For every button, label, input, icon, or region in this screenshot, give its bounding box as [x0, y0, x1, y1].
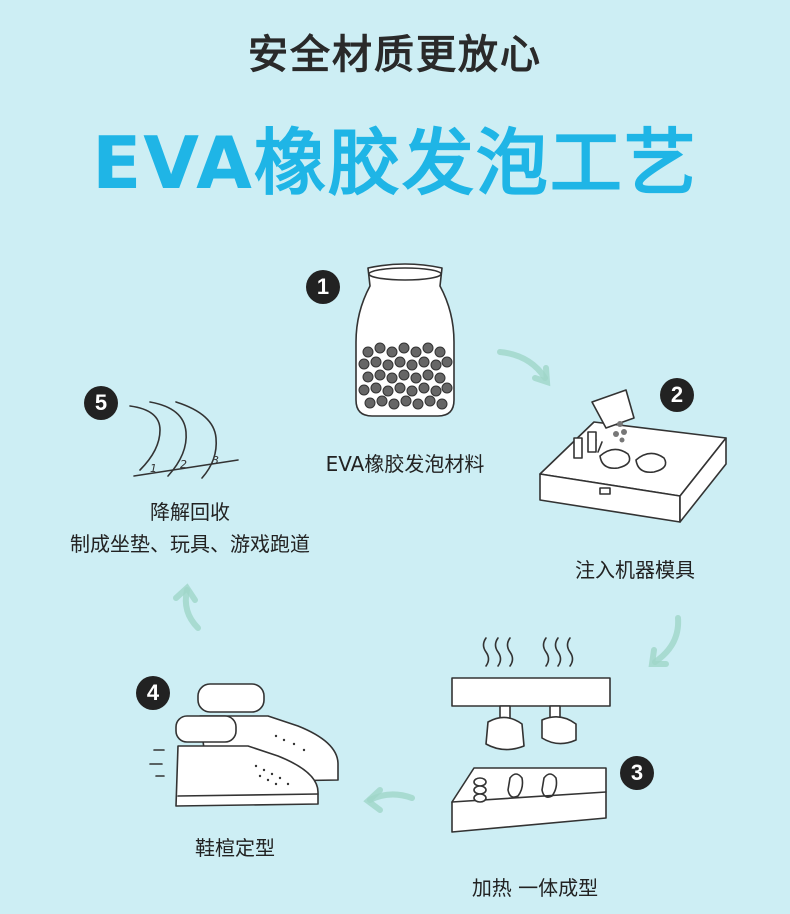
step-2-badge: 2: [660, 378, 694, 412]
bead-jar-icon: [355, 263, 455, 417]
step-1-badge: 1: [306, 270, 340, 304]
arrow-2-to-3-icon: [648, 615, 682, 667]
running-track-icon: 1 2 3: [129, 401, 239, 479]
track-lane-3: 3: [212, 454, 219, 467]
step-3-badge: 3: [620, 756, 654, 790]
page-title: EVA橡胶发泡工艺: [92, 121, 698, 205]
step-4-badge: 4: [136, 676, 170, 710]
shoe-last-icon: [149, 683, 339, 807]
step-4-label: 鞋楦定型: [195, 836, 275, 860]
arrow-3-to-4-icon: [363, 787, 415, 813]
arrow-4-to-5-icon: [173, 583, 201, 631]
step-3-label: 加热 一体成型: [471, 876, 599, 900]
step-5-badge: 5: [84, 386, 118, 420]
mold-machine-icon: [539, 389, 727, 523]
arrow-1-to-2-icon: [497, 349, 551, 387]
step-1-label: EVA橡胶发泡材料: [325, 452, 485, 476]
track-lane-2: 2: [180, 458, 187, 471]
step-5-uses-label: 制成坐垫、玩具、游戏跑道: [70, 532, 310, 556]
track-lane-1: 1: [150, 462, 157, 475]
heat-press-icon: [451, 637, 611, 833]
page-subtitle: 安全材质更放心: [248, 32, 542, 78]
step-2-label: 注入机器模具: [575, 558, 695, 582]
step-5-label: 降解回收: [150, 500, 230, 524]
